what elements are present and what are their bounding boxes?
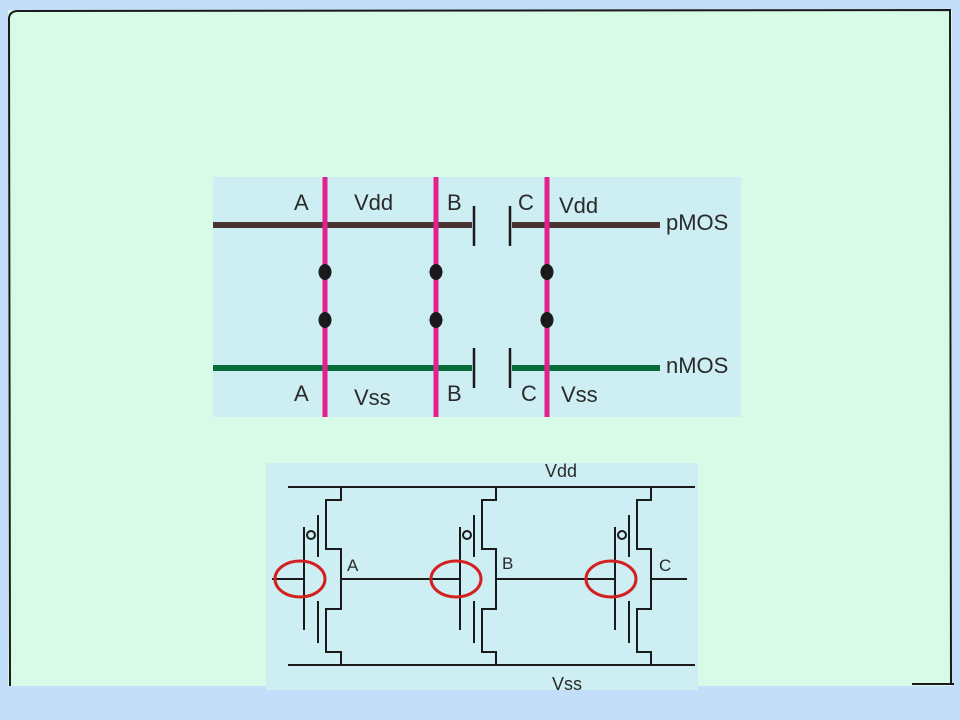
schematic-node-b: B (502, 554, 513, 573)
contact-b-top (429, 264, 443, 280)
label-vdd-top-right: Vdd (559, 193, 598, 218)
highlight-gate-a (273, 559, 327, 599)
label-vdd-rail: Vdd (545, 461, 577, 481)
label-vss-bottom: Vss (354, 385, 391, 410)
highlight-gate-c (584, 559, 638, 599)
label-a-top: A (294, 190, 309, 215)
contact-a-top (318, 264, 332, 280)
contact-b-bottom (429, 312, 443, 328)
stick-diagram-panel (213, 177, 741, 417)
highlight-gate-b (429, 559, 483, 599)
schematic-node-c: C (659, 556, 671, 575)
label-a-bottom: A (294, 381, 309, 406)
label-vdd-top: Vdd (354, 190, 393, 215)
label-pmos: pMOS (666, 210, 728, 235)
label-vss-rail: Vss (552, 674, 582, 694)
contact-a-bottom (318, 312, 332, 328)
slide-border (7, 8, 952, 687)
contact-c-top (540, 264, 554, 280)
schematic: Vdd Vss A B (266, 461, 698, 694)
inverter-c (614, 487, 652, 665)
label-c-bottom: C (521, 381, 537, 406)
label-c-top: C (518, 190, 534, 215)
inverter-a (303, 487, 342, 665)
label-vss-bottom-right: Vss (561, 382, 598, 407)
label-b-bottom: B (447, 381, 462, 406)
stick-diagram: A Vdd B C Vdd pMOS nMOS A Vss B C Vss (213, 177, 741, 417)
label-b-top: B (447, 190, 462, 215)
schematic-node-a: A (347, 556, 359, 575)
inverter-b (459, 487, 497, 665)
label-nmos: nMOS (666, 353, 728, 378)
contact-c-bottom (540, 312, 554, 328)
